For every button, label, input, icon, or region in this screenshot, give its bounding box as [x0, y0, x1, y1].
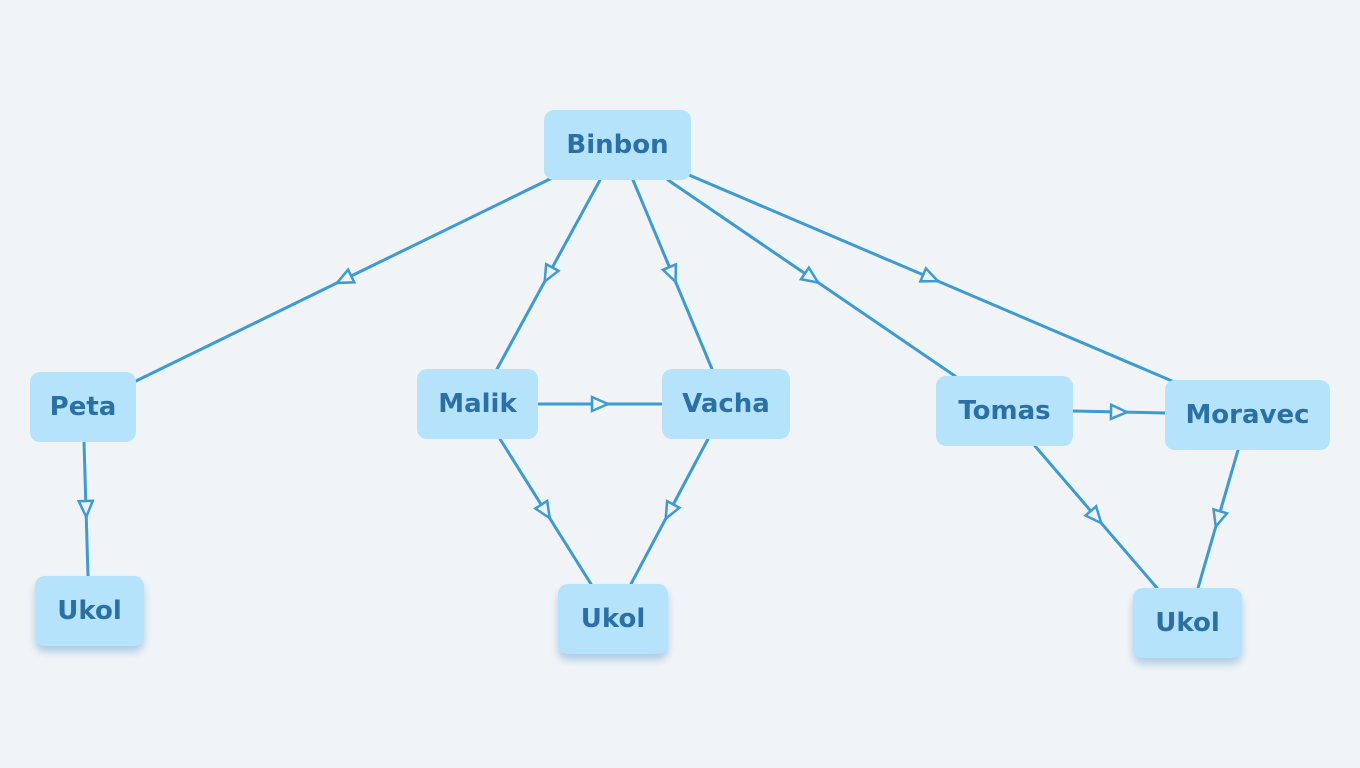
- arrowhead-binbon-to-vacha: [660, 262, 678, 285]
- arrowhead-malik-to-ukol2: [533, 498, 552, 521]
- arrowhead-vacha-to-ukol2: [664, 499, 682, 522]
- node-ukol-3[interactable]: Ukol: [1133, 588, 1242, 658]
- node-ukol-2[interactable]: Ukol: [558, 584, 668, 654]
- node-binbon[interactable]: Binbon: [544, 110, 691, 180]
- arrowhead-malik-to-vacha: [590, 395, 612, 413]
- node-malik[interactable]: Malik: [417, 369, 538, 439]
- arrowhead-binbon-to-moravec: [918, 266, 941, 283]
- arrowhead-tomas-to-moravec: [1109, 402, 1131, 421]
- node-peta[interactable]: Peta: [30, 372, 136, 442]
- node-tomas[interactable]: Tomas: [936, 376, 1073, 446]
- arrowhead-moravec-to-ukol3: [1212, 507, 1230, 530]
- node-vacha[interactable]: Vacha: [662, 369, 790, 439]
- arrowhead-binbon-to-tomas: [798, 265, 821, 285]
- arrowhead-binbon-to-malik: [543, 262, 561, 285]
- arrowhead-binbon-to-peta: [334, 267, 357, 285]
- node-ukol-1[interactable]: Ukol: [35, 576, 144, 646]
- arrowhead-peta-to-ukol1: [76, 499, 95, 521]
- arrowhead-tomas-to-ukol3: [1083, 504, 1104, 526]
- node-moravec[interactable]: Moravec: [1165, 380, 1330, 450]
